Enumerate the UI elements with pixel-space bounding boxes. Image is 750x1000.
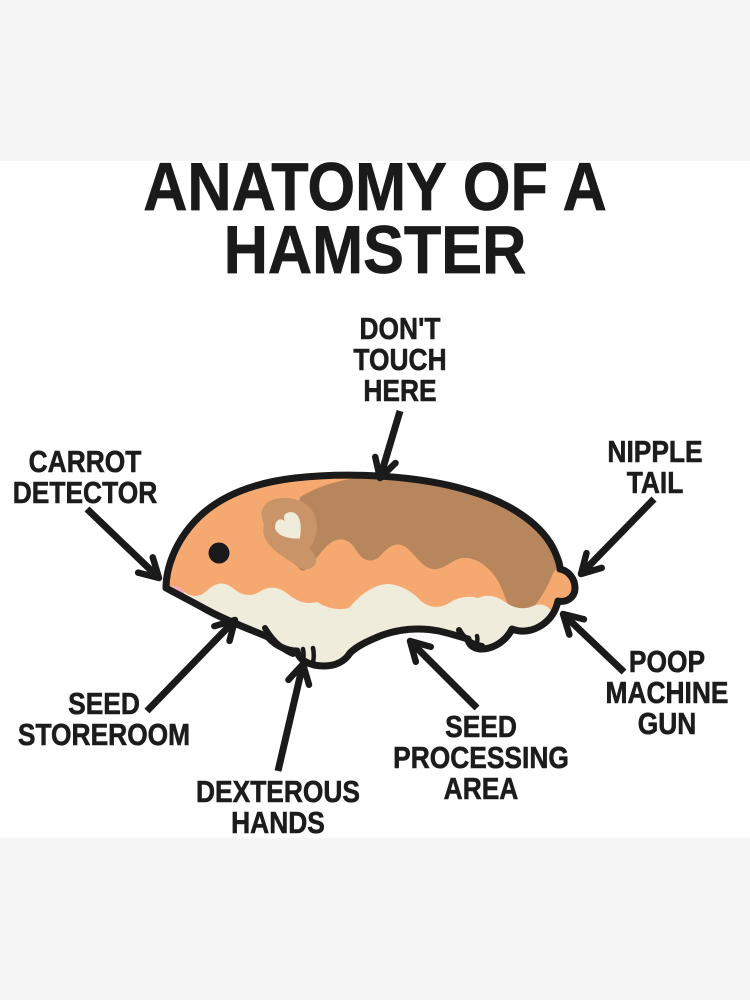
arrow-dexterous-hands <box>274 660 313 772</box>
label-dexterous-hands: DEXTEROUS HANDS <box>196 774 360 840</box>
hamster-illustration <box>150 475 575 700</box>
hamster-saddle-patch <box>295 475 559 616</box>
arrow-seed-storeroom <box>144 616 239 714</box>
bottom-margin-band <box>0 838 750 1000</box>
arrow-seed-processing-area <box>406 637 480 711</box>
label-carrot-detector: CARROT DETECTOR <box>12 444 158 510</box>
label-dont-touch-here: DON'T TOUCH HERE <box>353 311 447 408</box>
hamster-belly-patch <box>166 583 565 666</box>
title-line-2: HAMSTER <box>223 212 527 288</box>
title-line-1: ANATOMY OF A <box>143 149 607 225</box>
top-margin-band <box>0 0 750 161</box>
arrow-poop-machine-gun <box>559 610 627 675</box>
arrow-carrot-detector <box>84 506 163 582</box>
hamster-inner-ear <box>275 512 301 539</box>
label-seed-storeroom: SEED STOREROOM <box>17 686 191 752</box>
arrow-nipple-tail <box>577 496 657 578</box>
label-seed-processing-area: SEED PROCESSING AREA <box>393 709 569 806</box>
hamster-eye <box>208 542 230 564</box>
annotation-arrows <box>84 409 657 772</box>
label-nipple-tail: NIPPLE TAIL <box>607 434 703 500</box>
label-poop-machine-gun: POOP MACHINE GUN <box>605 644 729 741</box>
arrow-dont-touch-here <box>372 409 404 482</box>
